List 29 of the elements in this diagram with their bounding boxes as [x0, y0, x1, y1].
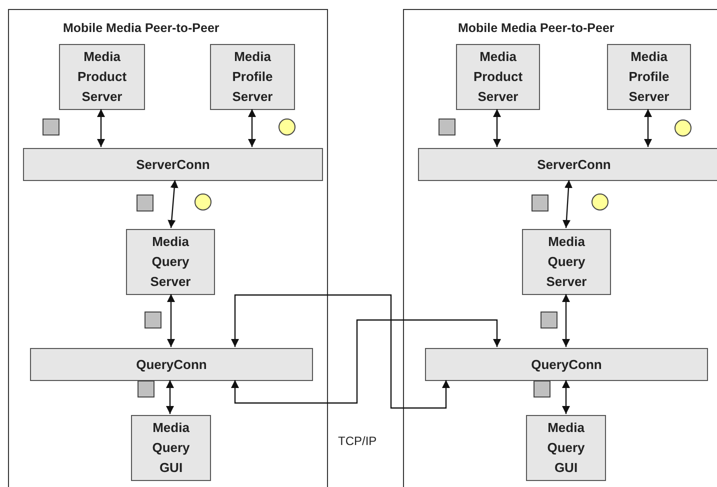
component-box: Media Query Server	[126, 229, 215, 295]
component-box: ServerConn	[418, 148, 717, 181]
arrow	[167, 294, 175, 347]
component-box: ServerConn	[23, 148, 323, 181]
component-box: Media Profile Server	[210, 44, 295, 110]
arrow	[562, 380, 570, 414]
arrow	[493, 109, 501, 147]
system-panel	[403, 9, 717, 487]
panel-title: Mobile Media Peer-to-Peer	[63, 20, 220, 37]
arrow	[248, 109, 256, 147]
arrow	[562, 180, 572, 228]
arrow	[166, 380, 174, 414]
component-box: Media Product Server	[456, 44, 540, 110]
arrow	[644, 109, 652, 147]
component-box: Media Query GUI	[131, 415, 211, 481]
component-box: QueryConn	[425, 348, 708, 381]
panel-title: Mobile Media Peer-to-Peer	[458, 20, 614, 37]
component-box: Media Product Server	[59, 44, 145, 110]
component-box: Media Query Server	[522, 229, 611, 295]
component-box: Media Profile Server	[607, 44, 691, 110]
system-panel	[8, 9, 328, 487]
arrow	[562, 294, 570, 347]
arrow	[97, 109, 105, 147]
component-box: QueryConn	[30, 348, 313, 381]
arrow	[231, 319, 501, 404]
component-box: Media Query GUI	[526, 415, 606, 481]
arrow	[168, 180, 178, 228]
arrow	[231, 294, 450, 409]
protocol-label: TCP/IP	[338, 433, 377, 450]
